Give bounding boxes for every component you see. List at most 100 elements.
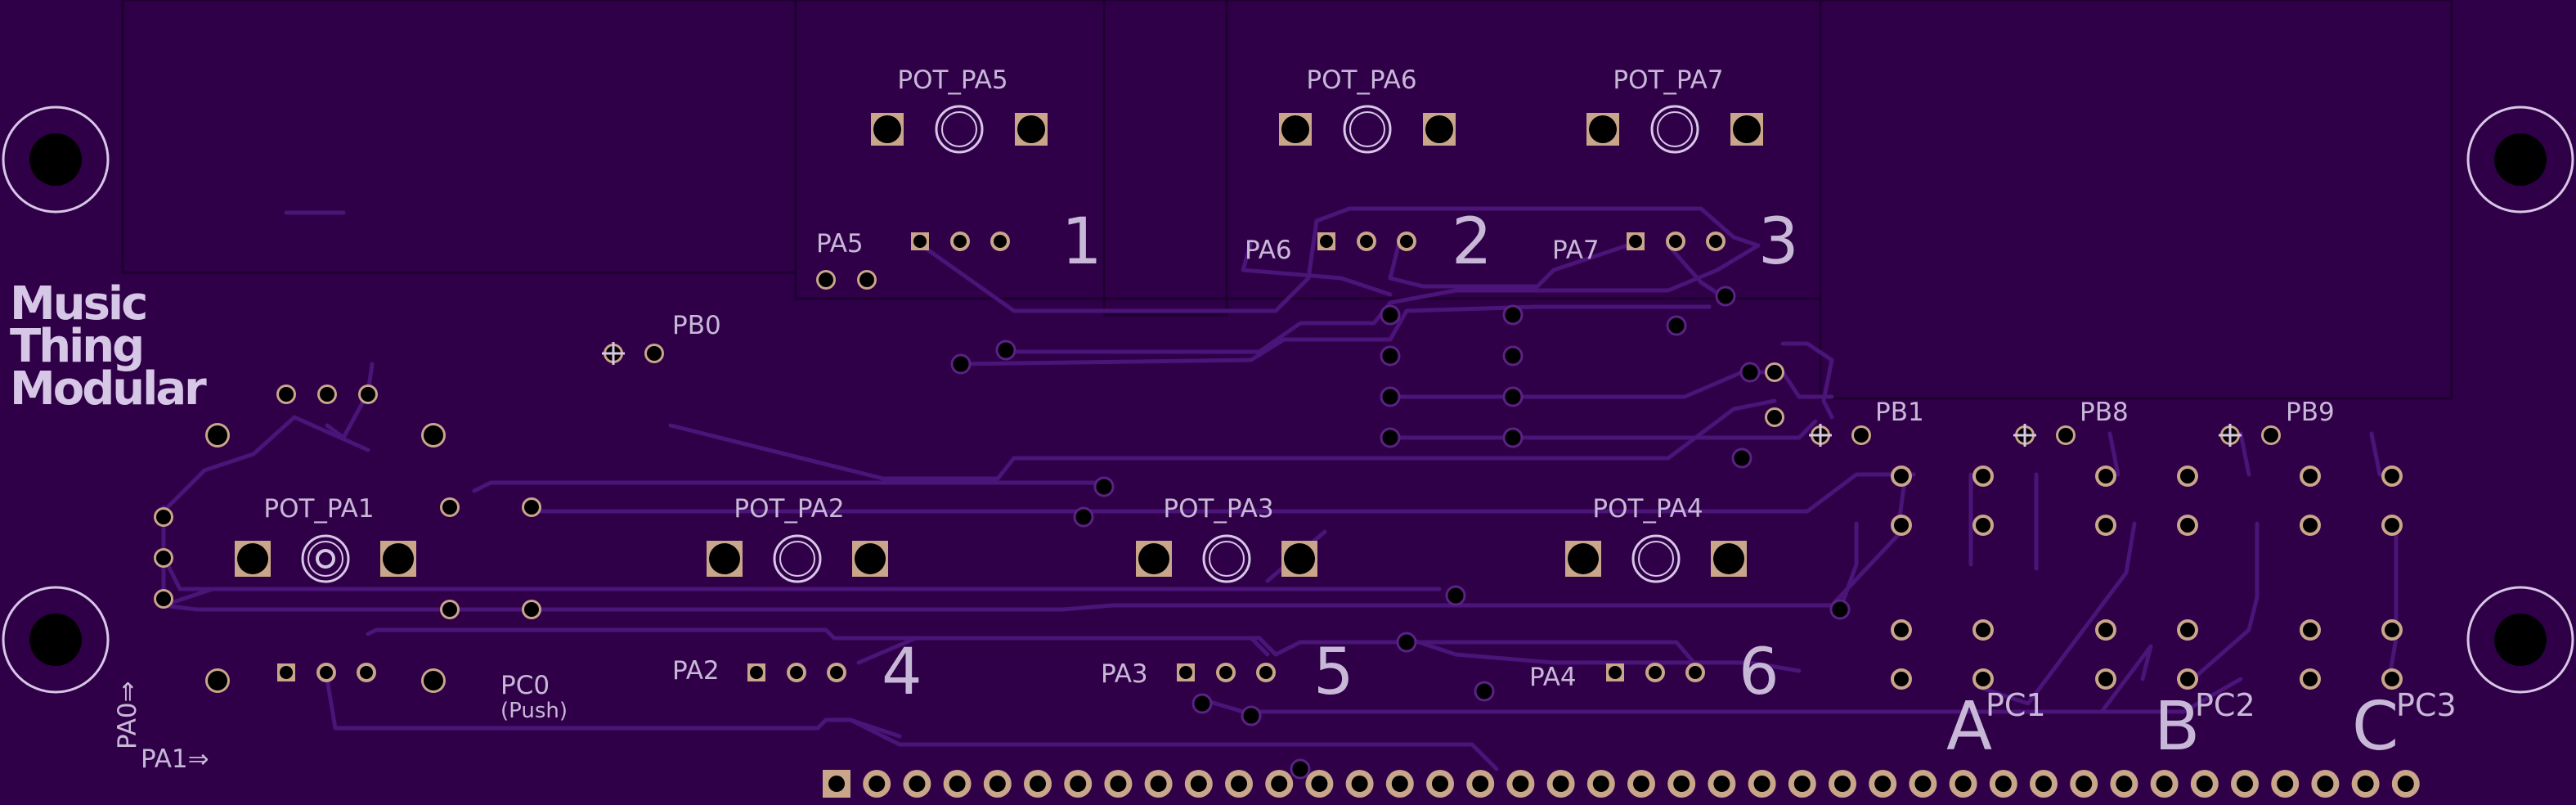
edge-round-pad-drill (2156, 776, 2173, 792)
pin-headers (277, 232, 1726, 682)
pin-label-pa6: PA6 (1245, 236, 1292, 265)
output-jack-pad-drill (2385, 518, 2399, 533)
pin-label-pa4: PA4 (1529, 663, 1577, 692)
pot-pad-drill (1589, 115, 1617, 143)
edge-round-pad-drill (868, 776, 886, 792)
edge-round-pad-drill (1512, 776, 1529, 792)
header-round-pad-drill (1259, 666, 1272, 679)
pin-label-pb8: PB8 (2080, 398, 2129, 427)
channel-number-2: 2 (1452, 205, 1492, 279)
pot-shaft-ring (935, 105, 984, 154)
via (1502, 386, 1524, 407)
edge-round-pad-drill (1874, 776, 1892, 792)
pot-shaft-ring (941, 111, 977, 147)
pot-label-pa1: POT_PA1 (263, 494, 374, 524)
via (1380, 304, 1401, 326)
jack-pin-pc2: PC2 (2195, 687, 2255, 723)
output-jack-pad-drill (1976, 672, 1990, 686)
jack-letter-b: B (2154, 688, 2200, 766)
jack-pad-drill (442, 602, 457, 617)
pot-pad-drill (1284, 543, 1315, 574)
channel-number-3: 3 (1758, 205, 1799, 279)
pot-pad-drill (1017, 115, 1045, 143)
pot-shaft-ring (779, 541, 815, 577)
pin-label-pb1: PB1 (1875, 398, 1924, 427)
edge-round-pad-drill (1150, 776, 1167, 792)
pot-shaft-ring (307, 541, 343, 577)
pot-pad-drill (383, 543, 414, 574)
pot-shaft-ring (773, 534, 822, 583)
header-round-pad-drill (320, 666, 333, 679)
output-jack-pad-drill (2098, 469, 2113, 483)
output-jack-pad-drill (2180, 672, 2195, 686)
pot-shaft-ring (1638, 541, 1674, 577)
jack-letter-a: A (1946, 688, 1992, 766)
edge-round-pad-drill (1914, 776, 1932, 792)
edge-round-pad-drill (1793, 776, 1811, 792)
arrow-label-pa0: PA0⇒ (113, 681, 142, 749)
jack-pad-drill (524, 500, 539, 515)
edge-round-pad-drill (1190, 776, 1207, 792)
copper-traces (161, 206, 2399, 771)
pot-pad-drill (237, 543, 268, 574)
misc-pad-drill (1767, 410, 1782, 425)
pot-shaft-ring (1349, 111, 1385, 147)
edge-round-pad-drill (909, 776, 926, 792)
edge-round-pad-drill (1995, 776, 2012, 792)
pot-shaft-ring (1202, 534, 1251, 583)
edge-square-pad-drill (828, 776, 845, 792)
output-jack-pad-drill (2303, 623, 2318, 637)
jack-pad-drill (524, 602, 539, 617)
misc-pad-drill (819, 272, 833, 287)
pin-label-pa5: PA5 (816, 229, 864, 259)
led-polarity-mark (2013, 424, 2036, 447)
edge-round-pad-drill (989, 776, 1006, 792)
misc-pad-drill (1767, 365, 1782, 380)
pot-pad-drill (1281, 115, 1309, 143)
channel-number-4: 4 (882, 636, 922, 709)
component-outlines (121, 0, 2453, 400)
edge-round-pad-drill (1592, 776, 1609, 792)
edge-round-pad-drill (1351, 776, 1368, 792)
header-round-pad-drill (790, 666, 803, 679)
via (1502, 345, 1524, 367)
pot-pad-drill (1425, 115, 1453, 143)
header-round-pad-drill (360, 666, 373, 679)
via (1380, 345, 1401, 367)
header-round-pad-drill (1669, 235, 1682, 248)
edge-round-pad-drill (1110, 776, 1127, 792)
via (1192, 693, 1213, 714)
header-round-pad-drill (994, 235, 1007, 248)
jack-mount-pad-drill (208, 425, 227, 445)
pot-pad-drill (1138, 543, 1169, 574)
output-jack-pad-drill (2098, 623, 2113, 637)
edge-round-pad-drill (1954, 776, 1972, 792)
pin-label-pa2: PA2 (672, 656, 720, 686)
jack-mount-pad-drill (424, 671, 443, 690)
output-jack-pad-drill (1976, 518, 1990, 533)
jack-pad-drill (320, 387, 334, 402)
edge-round-pad-drill (1552, 776, 1569, 792)
header-round-pad-drill (1400, 235, 1413, 248)
led-markers (602, 342, 2281, 447)
output-jack-pad-drill (1894, 518, 1909, 533)
switch-label-pc0: PC0 (500, 671, 550, 700)
output-jack-pad-drill (2180, 518, 2195, 533)
edge-round-pad-drill (2116, 776, 2133, 792)
pot-label-pa4: POT_PA4 (1592, 494, 1703, 524)
jack-pad-drill (361, 387, 375, 402)
pot-shaft-ring (301, 534, 350, 583)
led-pad-drill (1854, 428, 1869, 443)
jack-pad-drill (442, 500, 457, 515)
pot-pad-drill (855, 543, 886, 574)
pot-pad-drill (1568, 543, 1599, 574)
header-square-pad-drill (280, 666, 293, 679)
header-square-pad-drill (1320, 235, 1333, 248)
pot-shaft-ring (1343, 105, 1392, 154)
via (1396, 632, 1417, 653)
logo-line-modular: Modular (10, 362, 207, 416)
pot-pad-drill (1713, 543, 1744, 574)
misc-pad-drill (859, 272, 874, 287)
via (1829, 599, 1851, 620)
